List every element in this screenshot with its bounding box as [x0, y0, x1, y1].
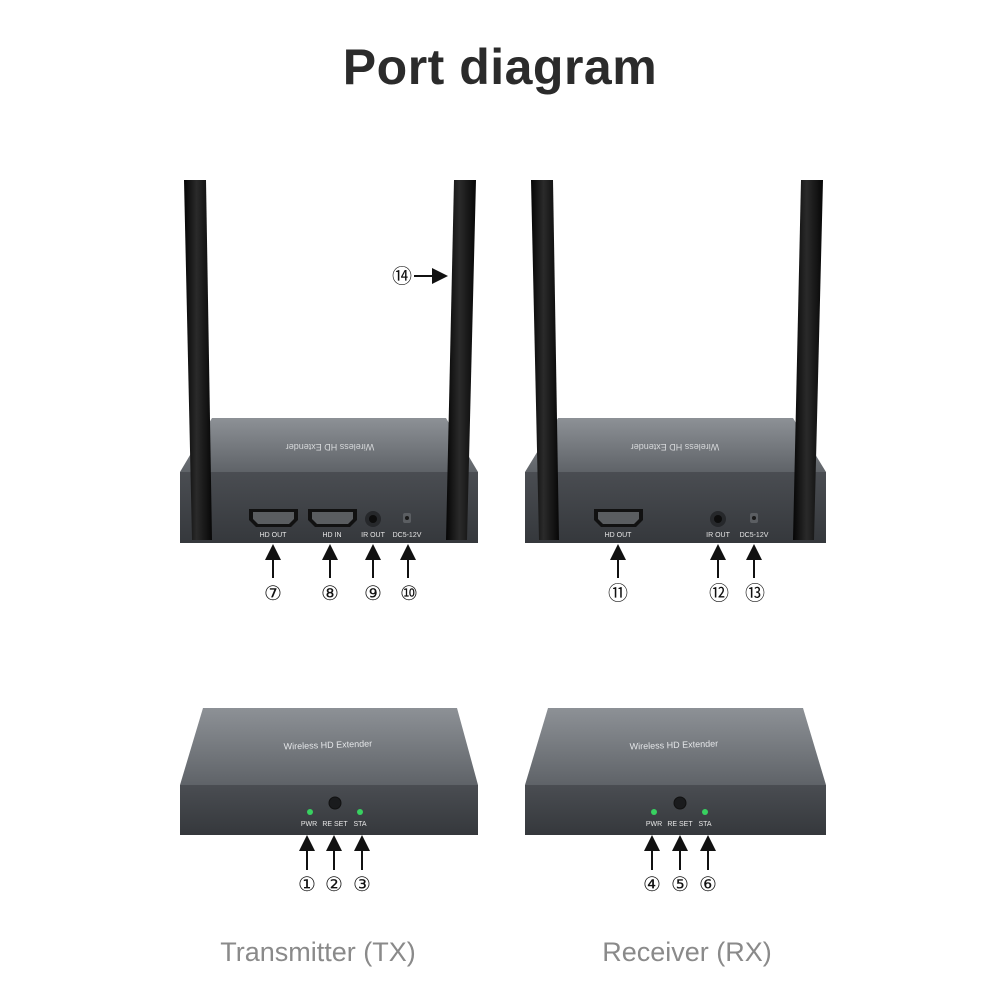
callout-4: ④ [643, 874, 661, 896]
tx-front-device: Wireless HD Extender PWR RE SET STA [180, 708, 478, 835]
rx-hd-out-label: HD OUT [605, 532, 633, 539]
rx-back-front-face [525, 472, 826, 543]
rx-dc-label: DC5-12V [740, 532, 769, 539]
tx-right-antenna [446, 180, 476, 540]
tx-back-brand: Wireless HD Extender [286, 442, 375, 452]
transmitter-caption: Transmitter (TX) [220, 937, 416, 967]
callout-9: ⑨ [364, 583, 382, 605]
rx-front-top-face [525, 708, 826, 785]
tx-pwr-led [307, 809, 313, 815]
tx-sta-label: STA [353, 821, 366, 828]
rx-ir-out-jack[interactable] [710, 511, 726, 527]
tx-ir-out-label: IR OUT [361, 532, 385, 539]
tx-hd-in-port[interactable] [308, 509, 357, 527]
tx-front-brand: Wireless HD Extender [283, 738, 372, 751]
tx-reset-label: RE SET [322, 821, 348, 828]
callout-12: ⑫ [709, 582, 729, 605]
tx-left-antenna [184, 180, 212, 540]
rx-left-antenna [531, 180, 559, 540]
tx-hd-out-label: HD OUT [260, 532, 288, 539]
rx-reset-button[interactable] [673, 796, 687, 810]
rx-front-front-face [525, 785, 826, 835]
tx-reset-button[interactable] [328, 796, 342, 810]
callout-2: ② [325, 874, 343, 896]
rx-pwr-led [651, 809, 657, 815]
tx-pwr-label: PWR [301, 821, 317, 828]
rx-back-device: Wireless HD Extender HD OUT IR OUT DC5-1… [525, 180, 826, 543]
rx-sta-label: STA [698, 821, 711, 828]
rx-pwr-label: PWR [646, 821, 662, 828]
tx-back-device: Wireless HD Extender HD OUT HD IN IR OUT [180, 180, 478, 543]
rx-front-brand: Wireless HD Extender [629, 738, 718, 751]
rx-back-brand: Wireless HD Extender [631, 442, 720, 452]
tx-sta-led [357, 809, 363, 815]
rx-sta-led [702, 809, 708, 815]
callout-1: ① [298, 874, 316, 896]
callout-7: ⑦ [264, 583, 282, 605]
tx-back-top-face [180, 418, 478, 472]
callout-5: ⑤ [671, 874, 689, 896]
callout-6: ⑥ [699, 874, 717, 896]
callout-10: ⑩ [400, 583, 418, 605]
callout-14: ⑭ [392, 265, 412, 288]
rx-front-device: Wireless HD Extender PWR RE SET STA [525, 708, 826, 835]
tx-dc-label: DC5-12V [393, 532, 422, 539]
tx-dc-jack[interactable] [403, 513, 411, 523]
callout-13: ⑬ [745, 582, 765, 605]
page-title: Port diagram [342, 39, 658, 95]
rx-right-antenna [793, 180, 823, 540]
tx-ir-out-jack[interactable] [365, 511, 381, 527]
callout-8: ⑧ [321, 583, 339, 605]
callout-11: ⑪ [608, 582, 628, 605]
callout-3: ③ [353, 874, 371, 896]
rx-hd-out-port[interactable] [594, 509, 643, 527]
tx-front-front-face [180, 785, 478, 835]
rx-dc-jack[interactable] [750, 513, 758, 523]
rx-reset-label: RE SET [667, 821, 693, 828]
tx-hd-out-port[interactable] [249, 509, 298, 527]
receiver-caption: Receiver (RX) [602, 937, 772, 967]
callout-arrows [265, 268, 762, 870]
rx-back-top-face [525, 418, 826, 472]
rx-ir-out-label: IR OUT [706, 532, 730, 539]
tx-front-top-face [180, 708, 478, 785]
tx-hd-in-label: HD IN [322, 532, 341, 539]
tx-back-front-face [180, 472, 478, 543]
